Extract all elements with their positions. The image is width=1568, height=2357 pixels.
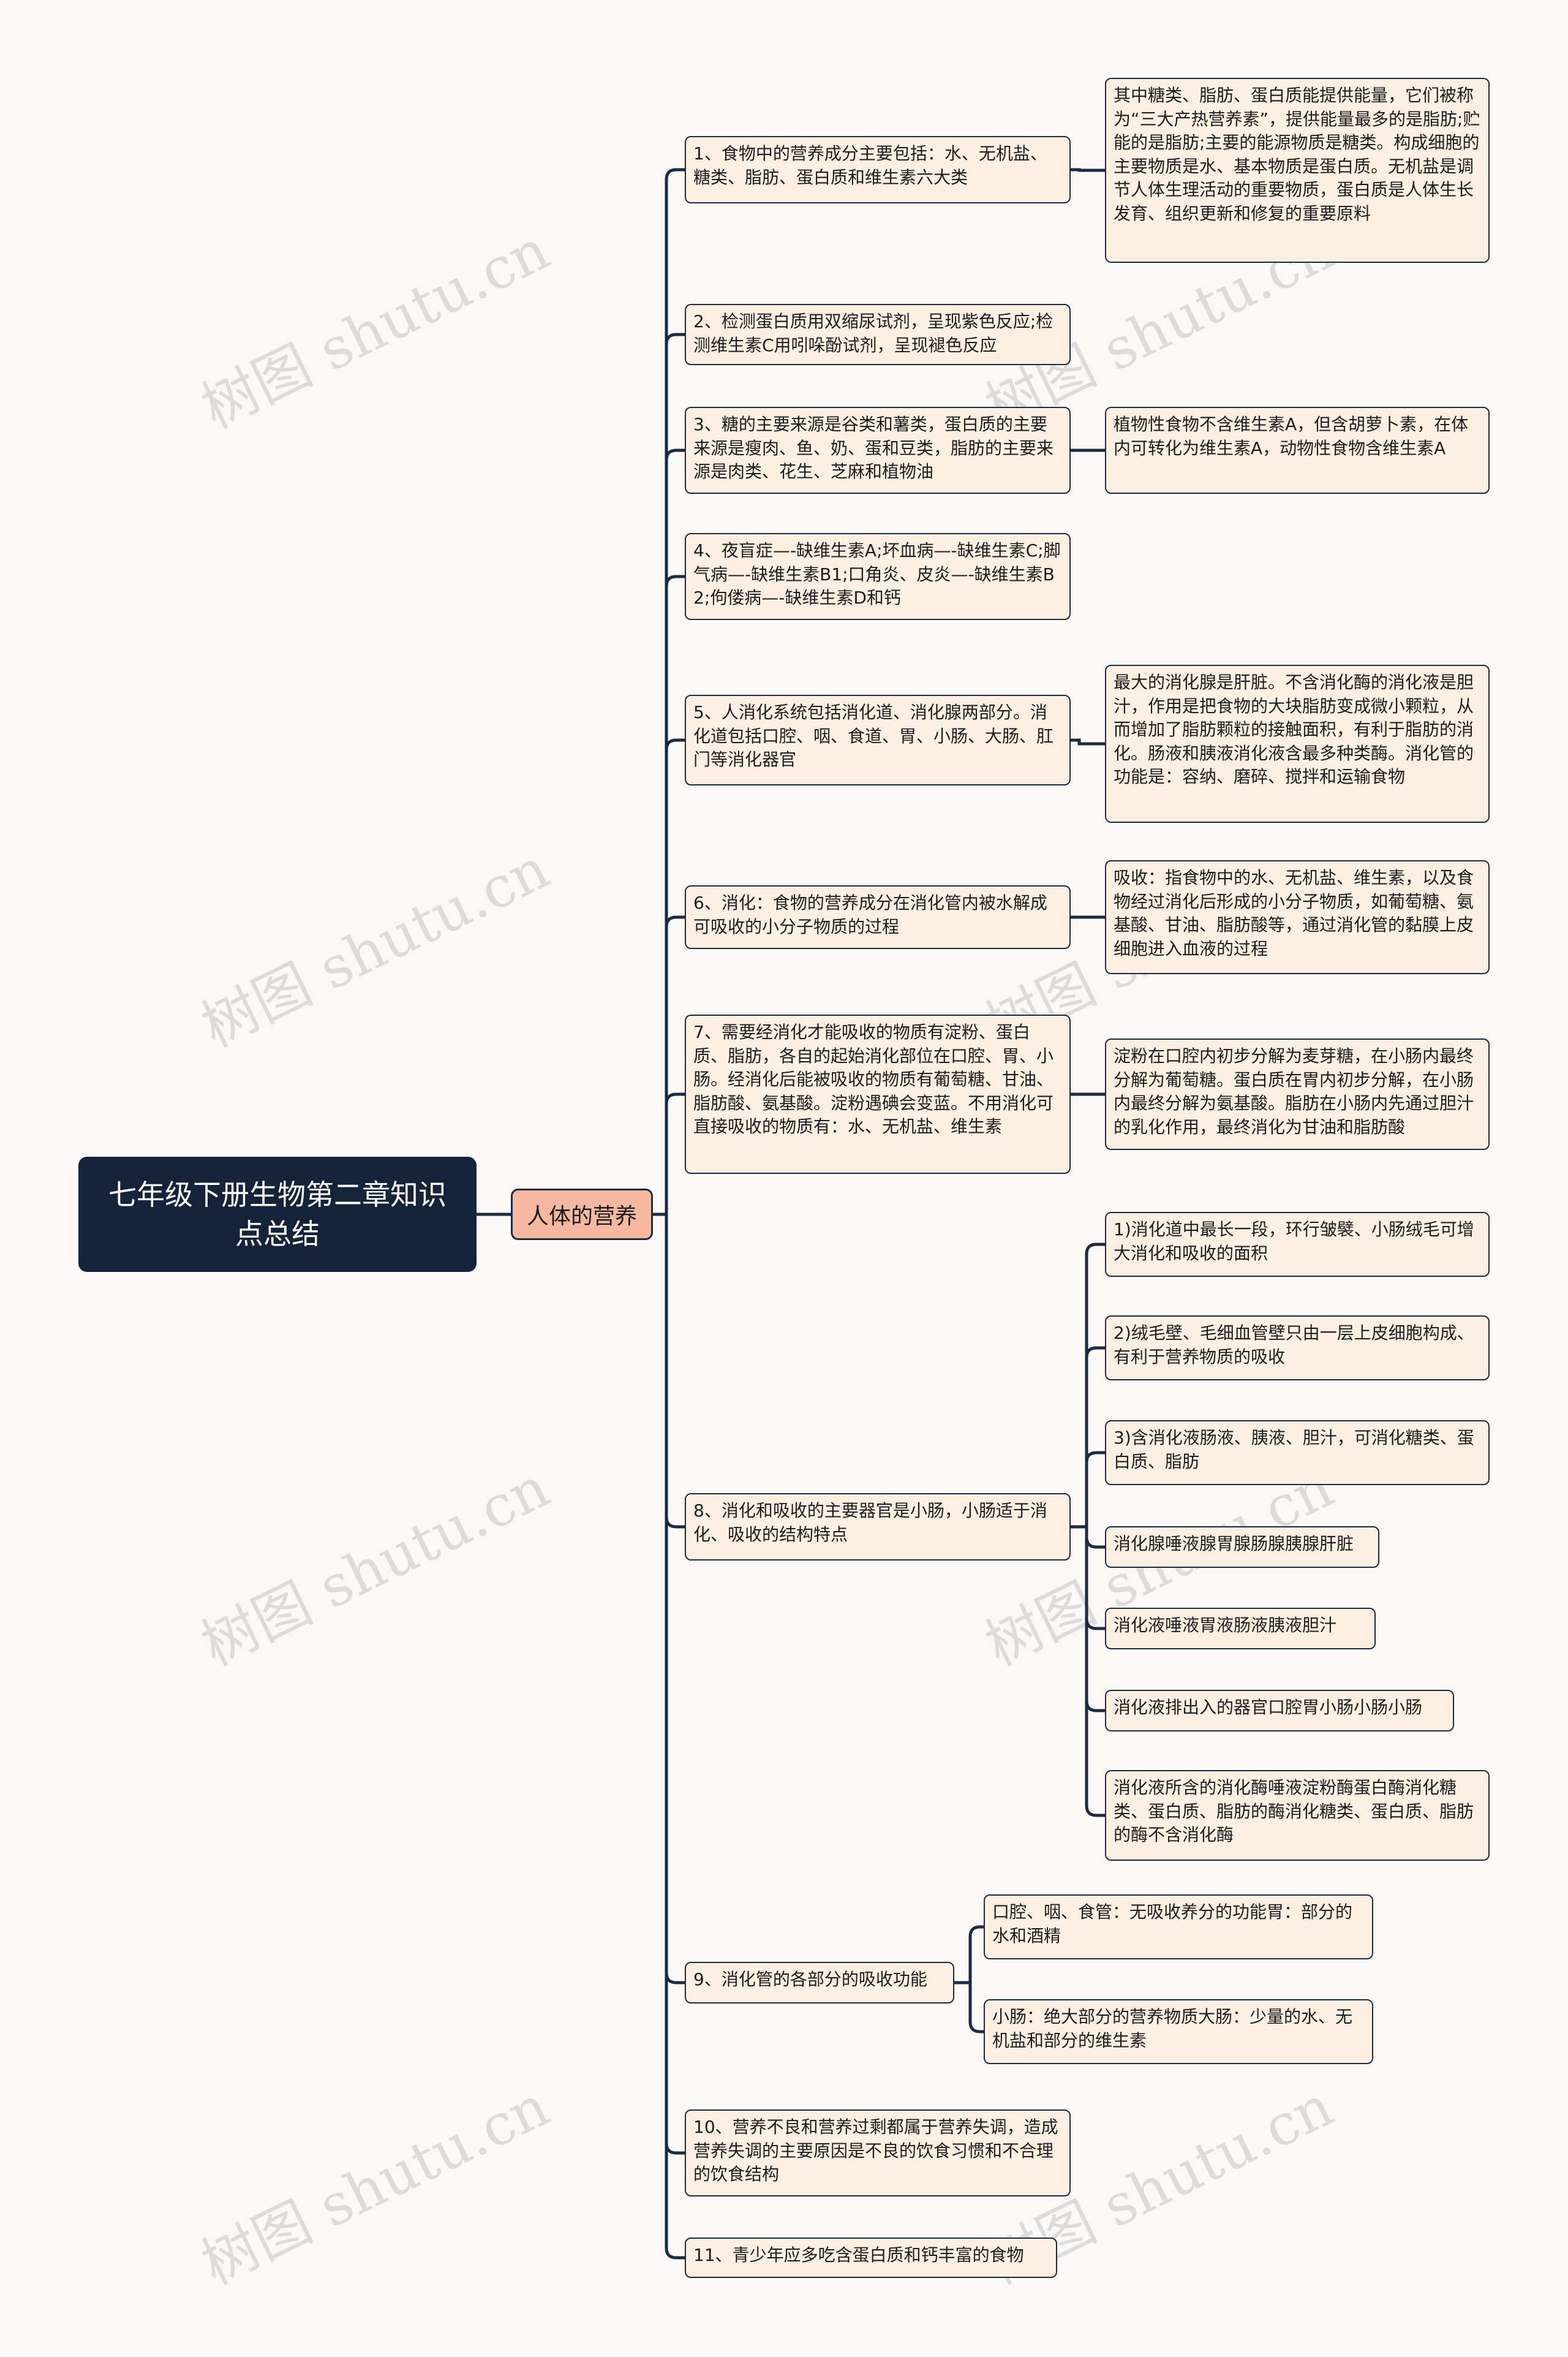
connector-line [665,2247,685,2260]
connector-line [665,1516,685,1529]
detail-node-3-1[interactable]: 植物性食物不含维生素A，但含胡萝卜素，在体内可转化为维生素A，动物性食物含维生素… [1105,407,1490,494]
branch-node-11[interactable]: 11、青少年应多吃含蛋白质和钙丰富的食物 [685,2238,1057,2278]
connector-line [968,2021,984,2034]
connector-line [665,448,685,461]
branch-node-9[interactable]: 9、消化管的各部分的吸收功能 [685,1962,954,2003]
branch-node-2[interactable]: 2、检测蛋白质用双缩尿试剂，呈现紫色反应;检测维生素C用吲哚酚试剂，呈现褪色反应 [685,304,1071,365]
detail-node-8-5[interactable]: 消化液唾液胃液肠液胰液胆汁 [1105,1608,1376,1649]
detail-node-1-1[interactable]: 其中糖类、脂肪、蛋白质能提供能量，它们被称为“三大产热营养素”，提供能量最多的是… [1105,78,1490,263]
branch-node-8[interactable]: 8、消化和吸收的主要器官是小肠，小肠适于消化、吸收的结构特点 [685,1493,1071,1561]
connector-line [1085,1805,1105,1817]
connector-line [665,575,685,587]
detail-node-8-4[interactable]: 消化腺唾液腺胃腺肠腺胰腺肝脏 [1105,1526,1379,1568]
connector-line [1085,1700,1105,1712]
connector-line [665,1092,685,1105]
hub-topic[interactable]: 人体的营养 [511,1189,653,1240]
connector-line [1071,738,1105,746]
branch-node-7[interactable]: 7、需要经消化才能吸收的物质有淀粉、蛋白质、脂肪，各自的起始消化部位在口腔、胃、… [685,1015,1071,1174]
detail-node-9-1[interactable]: 口腔、咽、食管：无吸收养分的功能胃：部分的水和酒精 [984,1894,1373,1959]
detail-node-9-2[interactable]: 小肠：绝大部分的营养物质大肠：少量的水、无机盐和部分的维生素 [984,1999,1373,2064]
connector-line [1085,1243,1105,1255]
connector-line [1085,1451,1105,1463]
detail-node-6-1[interactable]: 吸收：指食物中的水、无机盐、维生素，以及食物经过消化后形成的小分子物质，如葡萄糖… [1105,860,1490,974]
connector-line [665,915,685,928]
branch-node-10[interactable]: 10、营养不良和营养过剩都属于营养失调，造成营养失调的主要原因是不良的饮食习惯和… [685,2109,1071,2196]
connector-line [665,738,685,751]
connector-line [665,2143,685,2155]
root-topic[interactable]: 七年级下册生物第二章知识点总结 [78,1157,477,1272]
branch-node-3[interactable]: 3、糖的主要来源是谷类和薯类，蛋白质的主要来源是瘦肉、鱼、奶、蛋和豆类，脂肪的主… [685,407,1071,494]
detail-node-8-2[interactable]: 2)绒毛壁、毛细血管壁只由一层上皮细胞构成、有利于营养物质的吸收 [1105,1315,1490,1380]
connector-line [1085,1537,1105,1549]
detail-node-8-6[interactable]: 消化液排出入的器官口腔胃小肠小肠小肠 [1105,1690,1454,1731]
connector-line [665,333,685,345]
connector-line [1085,1346,1105,1358]
detail-node-5-1[interactable]: 最大的消化腺是肝脏。不含消化酶的消化液是胆汁，作用是把食物的大块脂肪变成微小颗粒… [1105,665,1490,823]
connector-line [1085,1618,1105,1630]
detail-node-8-7[interactable]: 消化液所含的消化酶唾液淀粉酶蛋白酶消化糖类、蛋白质、脂肪的酶消化糖类、蛋白质、脂… [1105,1770,1490,1861]
connector-line [968,1925,984,1937]
detail-node-8-3[interactable]: 3)含消化液肠液、胰液、胆汁，可消化糖类、蛋白质、脂肪 [1105,1420,1490,1485]
detail-node-8-1[interactable]: 1)消化道中最长一段，环行皱襞、小肠绒毛可增大消化和吸收的面积 [1105,1212,1490,1277]
connector-line [665,168,685,180]
branch-node-5[interactable]: 5、人消化系统包括消化道、消化腺两部分。消化道包括口腔、咽、食道、胃、小肠、大肠… [685,695,1071,785]
branch-node-4[interactable]: 4、夜盲症—-缺维生素A;坏血病—-缺维生素C;脚气病—-缺维生素B1;口角炎、… [685,533,1071,620]
branch-node-6[interactable]: 6、消化：食物的营养成分在消化管内被水解成可吸收的小分子物质的过程 [685,885,1071,949]
branch-node-1[interactable]: 1、食物中的营养成分主要包括：水、无机盐、糖类、脂肪、蛋白质和维生素六大类 [685,136,1071,203]
detail-node-7-1[interactable]: 淀粉在口腔内初步分解为麦芽糖，在小肠内最终分解为葡萄糖。蛋白质在胃内初步分解，在… [1105,1039,1490,1150]
connector-line [665,1972,685,1984]
